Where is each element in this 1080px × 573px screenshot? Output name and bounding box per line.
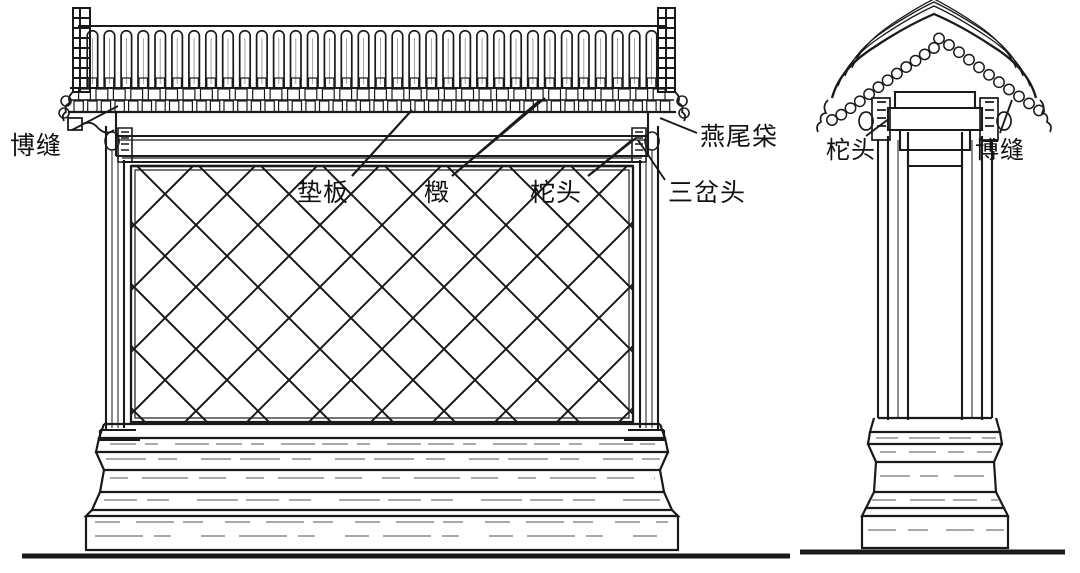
leader-long-lin	[451, 97, 546, 177]
pier-base-texture	[868, 437, 1004, 531]
leader-long-dianban	[351, 109, 413, 177]
rafter-ends	[68, 87, 676, 114]
leader-lines	[71, 97, 1013, 181]
pier-base-right	[860, 416, 1010, 550]
bofeng-right-block	[979, 97, 1012, 141]
bargeboard-right	[657, 7, 690, 122]
column-left	[98, 126, 140, 442]
label-bofeng-right: 博缝	[975, 136, 1025, 164]
beam-head-assembly-right	[886, 90, 984, 168]
roof-tiles	[86, 29, 658, 89]
column-left-shading	[111, 150, 119, 428]
plinth-texture	[95, 443, 668, 537]
label-dianban: 垫板	[297, 178, 350, 207]
pier-shaft-right	[876, 132, 994, 420]
label-tuotou-right: 柁头	[826, 136, 876, 164]
gable-roof-right	[830, 0, 1038, 99]
plinth	[83, 422, 681, 552]
label-yanweifang: 燕尾柋	[700, 122, 779, 151]
pier-shaft-shading	[897, 140, 973, 418]
leader-sanchatou	[637, 139, 666, 181]
gable-eave-scallop	[816, 32, 1052, 133]
column-right	[624, 126, 666, 442]
leader-tuotou-right	[865, 117, 891, 137]
leader-yanweifang	[659, 117, 698, 134]
column-right-shading	[645, 150, 653, 428]
bargeboard-left	[58, 7, 91, 122]
label-tuotou-left: 柁头	[530, 178, 583, 207]
label-lin: 檓	[424, 178, 451, 207]
leader-bofeng-left	[71, 105, 119, 131]
beam-band-edges	[116, 139, 648, 159]
label-bofeng-left: 博缝	[10, 131, 63, 160]
lattice-wall	[131, 166, 632, 422]
label-sanchatou: 三岔头	[668, 178, 747, 207]
wall-frame	[129, 164, 635, 424]
tuotou-right-block	[858, 97, 891, 141]
leader-bofeng-right	[999, 99, 1013, 134]
wall-frame-inner	[134, 169, 630, 419]
leader-long-tuotou	[587, 137, 637, 177]
